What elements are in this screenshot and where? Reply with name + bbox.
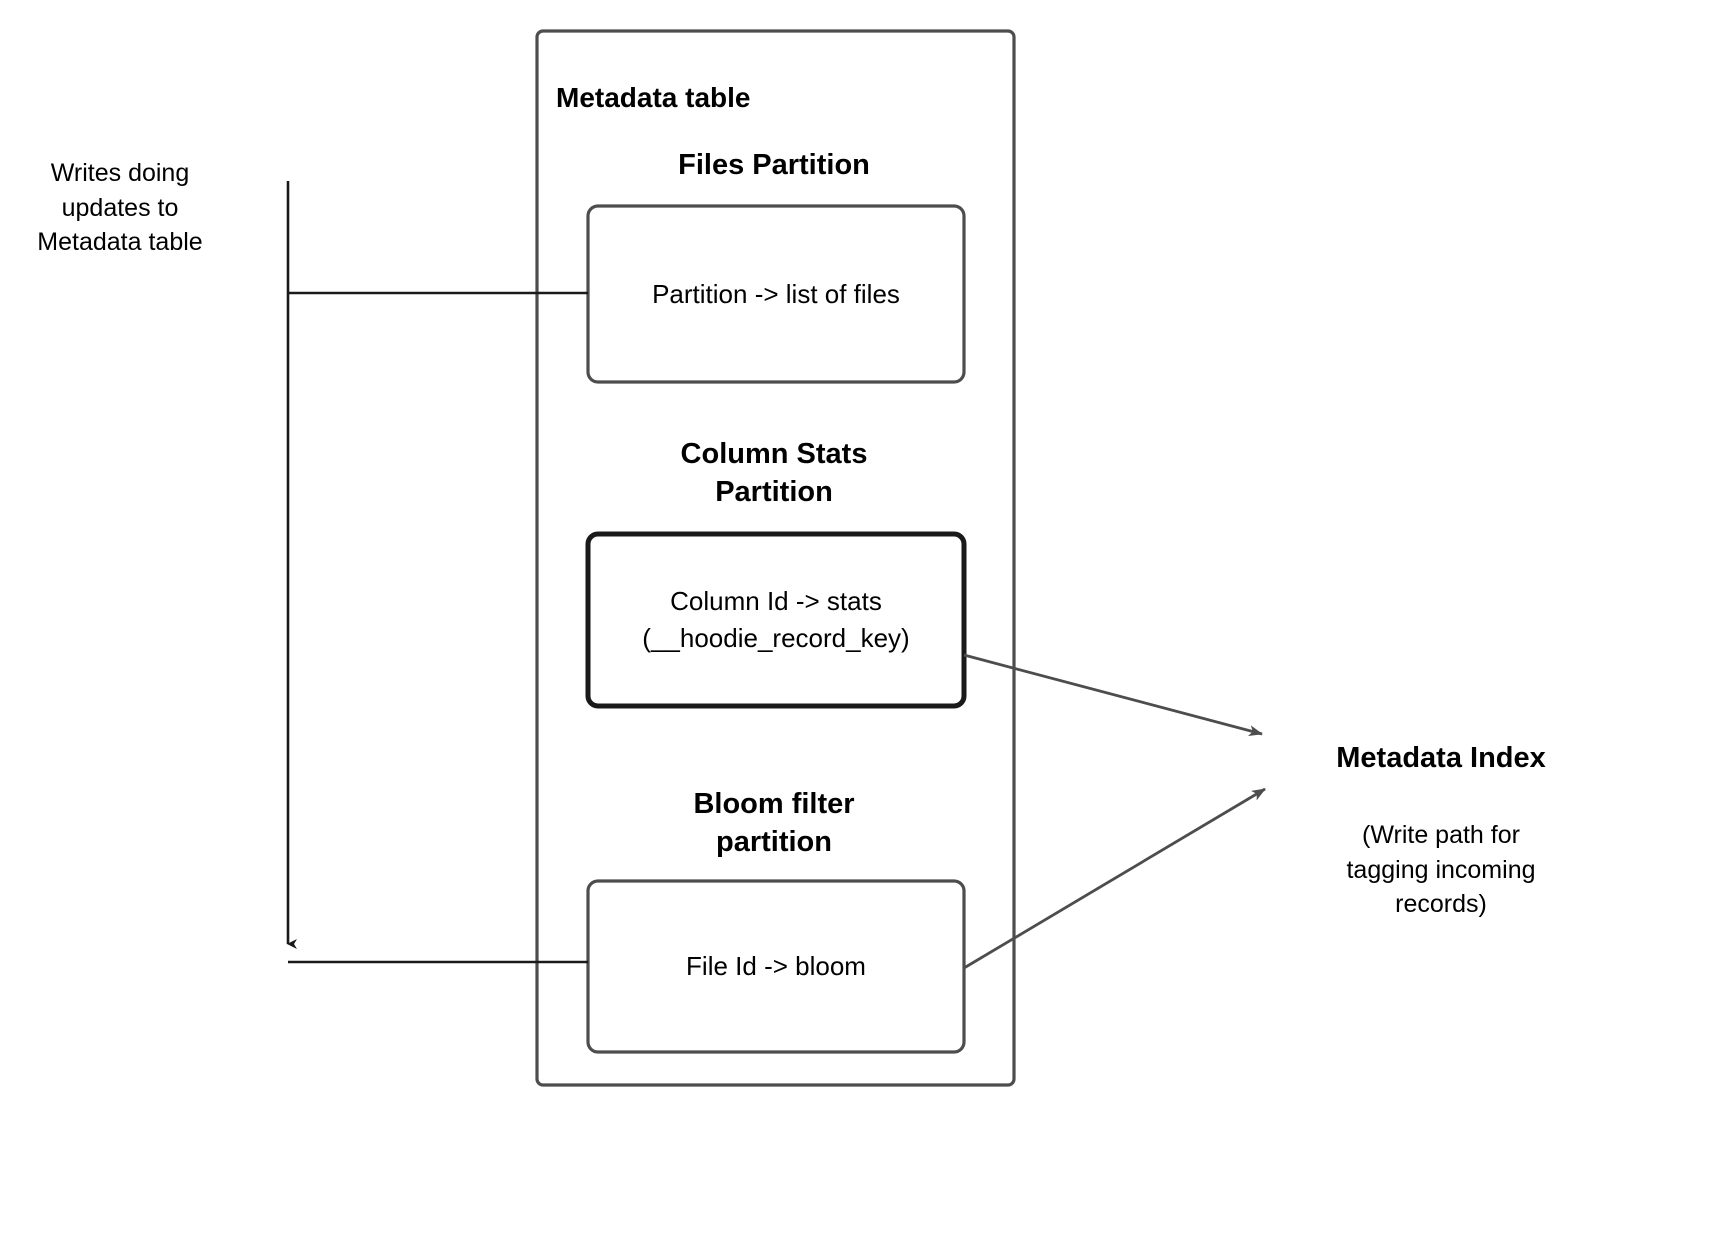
column-stats-partition-heading: Column Stats Partition — [680, 438, 868, 508]
bloom-filter-partition-box-label: File Id -> bloom — [686, 951, 866, 982]
files-partition-heading: Files Partition — [678, 149, 870, 181]
colstats-to-index-arrow — [963, 653, 1263, 736]
bloom-filter-partition-heading: Bloom filter partition — [693, 788, 855, 858]
metadata-index-note: (Write path for tagging incoming records… — [1346, 821, 1536, 918]
metadata-index-title: Metadata Index — [1336, 742, 1546, 774]
metadata-table-title: Metadata table — [556, 82, 751, 113]
files-partition-box-label: Partition -> list of files — [652, 278, 900, 309]
writes-source-label: Writes doing updates to Metadata table — [37, 159, 203, 256]
column-stats-partition-box-label: Column Id -> stats (__hoodie_record_key) — [642, 586, 910, 653]
bloom-to-index-arrow — [963, 787, 1266, 970]
